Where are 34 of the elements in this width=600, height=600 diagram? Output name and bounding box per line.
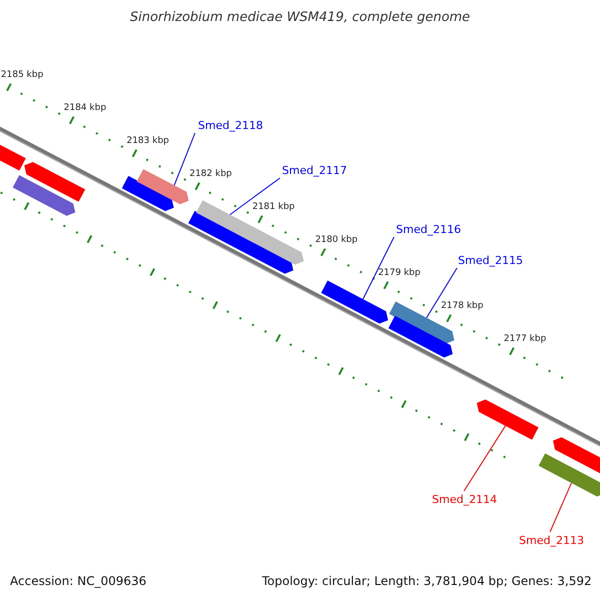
gene-feature [122,176,174,212]
scale-label: 2179 kbp [378,269,420,278]
footer-text: Topology: circular; Length: 3,781,904 bp; Genes: 3,592 [262,575,592,587]
gene-feature [388,316,453,358]
leader-line [426,268,458,318]
leader-line [464,425,506,492]
gene-label: Smed_2115 [458,255,523,266]
leader-line [550,482,572,532]
gene-feature [136,169,189,204]
gene-feature [476,400,538,440]
gene-label: Smed_2113 [519,535,584,546]
gene-feature [24,162,86,202]
gene-label: Smed_2114 [432,494,497,505]
scale-label: 2177 kbp [504,335,546,344]
gene-feature [538,453,600,496]
scale-label: 2183 kbp [126,137,170,146]
title: Sinorhizobium medicae WSM419, complete genome [130,11,470,24]
leader-line [230,178,280,216]
scale-label: 2178 kbp [440,302,484,312]
scale-label: 2184 kbp [64,104,106,114]
gene-feature [196,200,304,265]
gene-feature [12,175,76,216]
gene-feature [321,280,388,324]
gene-feature [188,210,294,274]
leader-line [362,236,394,300]
scale-label: 2185 kbp [0,71,44,80]
scale-label: 2180 kbp [315,236,358,246]
scale-label: 2182 kbp [189,170,232,180]
scale-label: 2181 kbp [252,203,295,212]
leader-line [174,132,196,186]
footer-text: Accession: NC_009636 [10,575,146,587]
gene-label: Smed_2118 [198,120,263,131]
gene-label: Smed_2116 [396,224,461,235]
gene-label: Smed_2117 [282,165,347,176]
